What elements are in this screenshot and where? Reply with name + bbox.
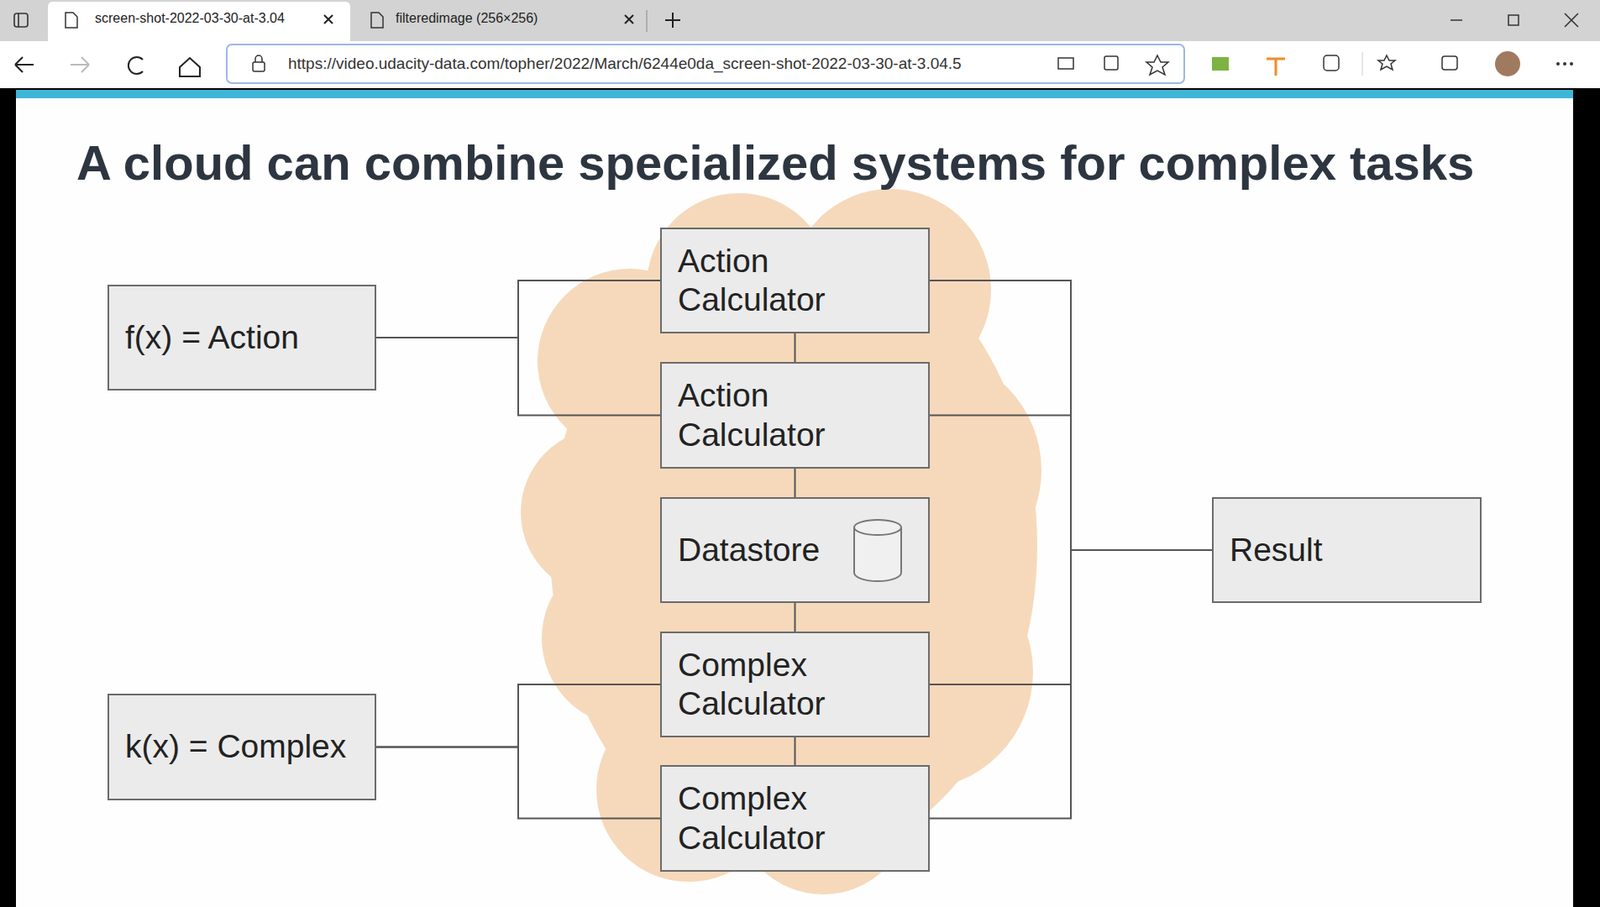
calculator-box: Complex Calculator xyxy=(660,765,930,872)
function-box: k(x) = Complex xyxy=(107,693,377,801)
box-label: f(x) = Action xyxy=(125,318,359,357)
box-label: Action Calculator xyxy=(677,376,913,454)
box-label: Complex Calculator xyxy=(677,645,913,724)
slide-title: A cloud can combine specialized systems … xyxy=(76,134,1475,191)
connector-line xyxy=(376,747,661,819)
box-label: k(x) = Complex xyxy=(125,727,359,766)
function-box: f(x) = Action xyxy=(107,284,377,391)
connector-line xyxy=(929,415,1212,551)
box-label: Datastore xyxy=(677,530,913,570)
datastore-box: Datastore xyxy=(660,497,930,604)
connector-line xyxy=(794,333,797,362)
calculator-box: Action Calculator xyxy=(660,227,930,334)
connector-line xyxy=(794,468,797,498)
url-text: https://video.udacity-data.com/topher/20… xyxy=(288,54,962,74)
connector-line xyxy=(929,550,1212,819)
connector-line xyxy=(376,280,661,338)
connector-line xyxy=(929,280,1212,551)
calculator-box: Action Calculator xyxy=(660,361,930,469)
box-label: Complex Calculator xyxy=(677,779,913,857)
calculator-box: Complex Calculator xyxy=(660,631,930,738)
connector-line xyxy=(794,603,797,632)
connector-line xyxy=(376,684,661,748)
box-label: Result xyxy=(1229,530,1464,570)
connector-line xyxy=(376,337,661,416)
box-label: Action Calculator xyxy=(677,241,913,320)
tab-title: screen-shot-2022-03-30-at-3.04 xyxy=(94,10,285,27)
connector-line xyxy=(794,737,797,766)
tab-title: filteredimage (256×256) xyxy=(395,10,538,27)
result-box: Result xyxy=(1211,497,1482,604)
